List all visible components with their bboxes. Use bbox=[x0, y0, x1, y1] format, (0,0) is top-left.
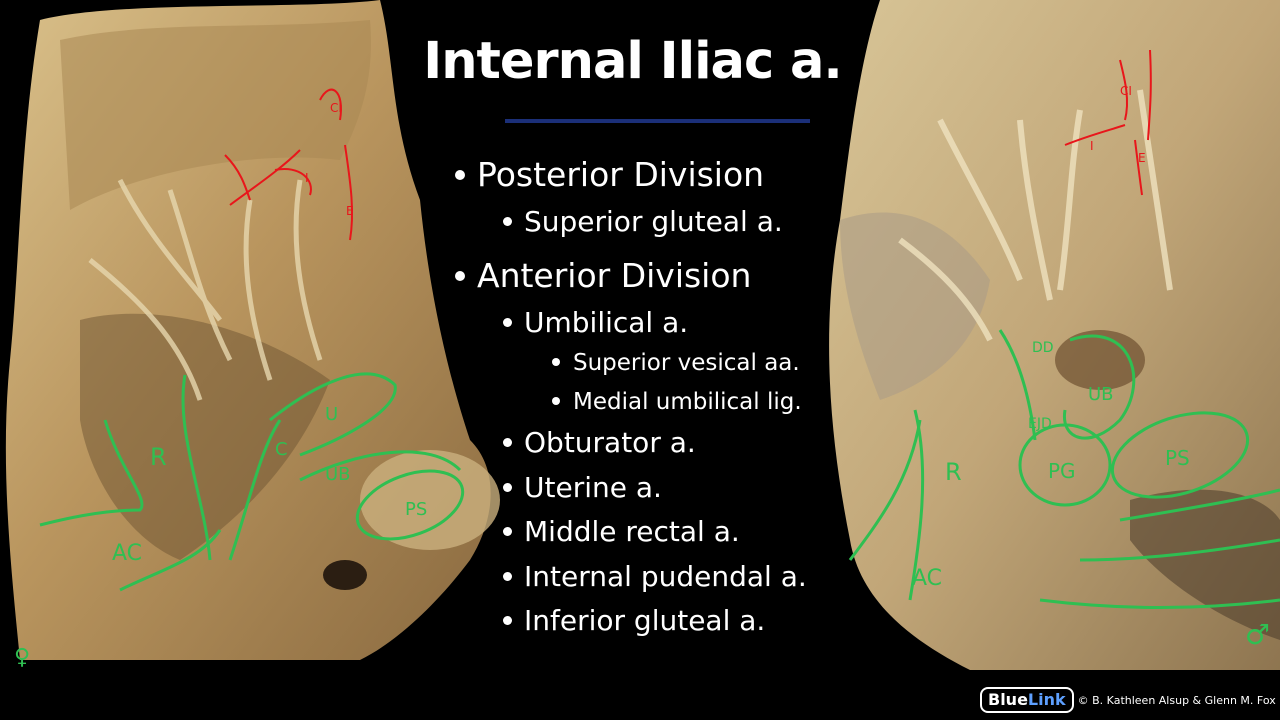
bullet-text: Inferior gluteal a. bbox=[524, 604, 766, 637]
bullet-dot bbox=[503, 216, 512, 226]
bullet-middle-rectal: Middle rectal a. bbox=[503, 515, 740, 548]
bullet-text: Anterior Division bbox=[477, 256, 752, 295]
red-label-e: E bbox=[346, 204, 354, 218]
green-label-pg: PG bbox=[1048, 459, 1076, 483]
bullet-medial-umbilical: Medial umbilical lig. bbox=[552, 389, 802, 415]
green-label-ejd: EJD bbox=[1028, 416, 1052, 432]
bullet-posterior-division: Posterior Division bbox=[455, 155, 764, 194]
bullet-dot bbox=[503, 615, 512, 625]
green-label-ac: AC bbox=[112, 541, 142, 566]
bluelink-logo-blue: Blue bbox=[988, 690, 1028, 709]
bullet-text: Internal pudendal a. bbox=[524, 560, 807, 593]
red-label-i-2: I bbox=[1090, 139, 1094, 153]
green-label-ub: UB bbox=[325, 464, 351, 485]
bullet-dot bbox=[503, 482, 512, 492]
bullet-umbilical: Umbilical a. bbox=[503, 306, 688, 339]
slide-title: Internal Iliac a. bbox=[423, 32, 843, 91]
footer: BlueLink © B. Kathleen Alsup & Glenn M. … bbox=[980, 686, 1276, 714]
bullet-dot bbox=[552, 358, 560, 366]
bullet-anterior-division: Anterior Division bbox=[455, 256, 751, 295]
bullet-text: Superior vesical aa. bbox=[573, 350, 800, 376]
green-label-u: U bbox=[325, 404, 338, 425]
green-label-c: C bbox=[275, 439, 288, 460]
green-label-dd: DD bbox=[1032, 340, 1054, 356]
bullet-dot bbox=[552, 397, 560, 405]
bullet-text: Medial umbilical lig. bbox=[573, 389, 802, 415]
green-label-ub-2: UB bbox=[1088, 384, 1114, 405]
bullet-text: Superior gluteal a. bbox=[524, 205, 783, 238]
red-label-i: I bbox=[305, 171, 309, 185]
green-label-ps: PS bbox=[405, 499, 427, 520]
bullet-text: Uterine a. bbox=[524, 471, 662, 504]
bullet-dot bbox=[503, 437, 512, 447]
red-label-e-2: E bbox=[1138, 151, 1146, 165]
bullet-dot bbox=[455, 270, 465, 281]
bullet-dot bbox=[455, 169, 465, 180]
bullet-text: Middle rectal a. bbox=[524, 515, 740, 548]
bullet-dot bbox=[503, 571, 512, 581]
male-pelvis-photo: CI I E R AC PG UB PS DD EJD bbox=[820, 0, 1280, 670]
bullet-text: Posterior Division bbox=[477, 155, 765, 194]
male-symbol-icon: ♂ bbox=[1245, 618, 1271, 651]
bluelink-logo: BlueLink bbox=[980, 687, 1074, 713]
bullet-dot bbox=[503, 526, 512, 536]
red-label-ci-2: CI bbox=[1120, 84, 1132, 98]
title-underline bbox=[505, 119, 810, 123]
bullet-obturator: Obturator a. bbox=[503, 426, 696, 459]
female-symbol-icon: ♀ bbox=[14, 645, 31, 670]
copyright-text: © B. Kathleen Alsup & Glenn M. Fox bbox=[1077, 693, 1276, 707]
green-label-r-2: R bbox=[945, 458, 962, 486]
green-label-r: R bbox=[150, 443, 167, 471]
female-pelvis-image: CI I E R AC C U UB PS bbox=[5, 0, 500, 660]
bullet-dot bbox=[503, 317, 512, 327]
bluelink-logo-link: Link bbox=[1027, 690, 1066, 709]
bullet-text: Umbilical a. bbox=[524, 306, 689, 339]
bullet-superior-vesical: Superior vesical aa. bbox=[552, 350, 800, 376]
red-label-ci: CI bbox=[330, 101, 342, 115]
male-pelvis-image: CI I E R AC PG UB PS DD EJD bbox=[829, 0, 1280, 670]
bullet-superior-gluteal: Superior gluteal a. bbox=[503, 205, 783, 238]
bullet-inferior-gluteal: Inferior gluteal a. bbox=[503, 604, 765, 637]
bullet-text: Obturator a. bbox=[524, 426, 696, 459]
bullet-uterine: Uterine a. bbox=[503, 471, 662, 504]
green-label-ps-2: PS bbox=[1165, 446, 1190, 470]
female-pelvis-photo: CI I E R AC C U UB PS bbox=[0, 0, 500, 660]
green-label-ac-2: AC bbox=[912, 566, 942, 591]
bullet-internal-pudendal: Internal pudendal a. bbox=[503, 560, 807, 593]
